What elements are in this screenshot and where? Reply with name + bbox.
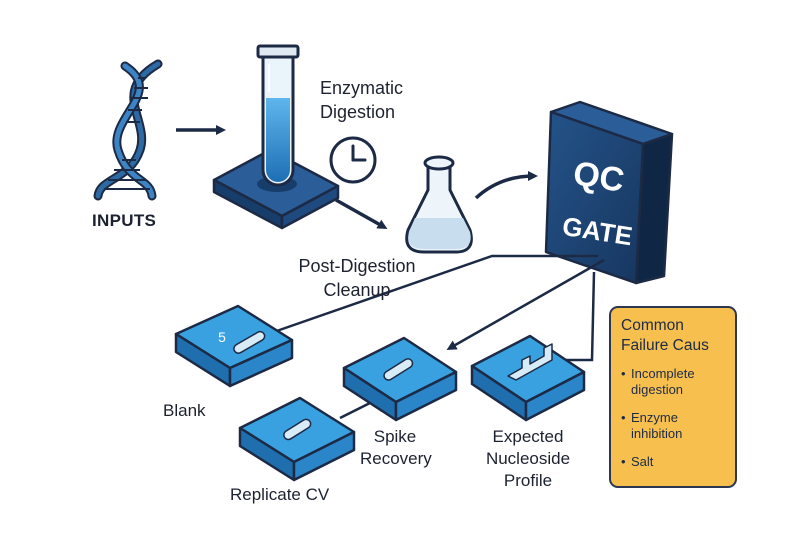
qc-gate-block: QC GATE	[544, 100, 674, 285]
label-post-digestion-cleanup: Post-Digestion Cleanup	[298, 256, 416, 300]
failure-item: • Incomplete digestion	[621, 366, 735, 398]
failure-item-text: Salt	[631, 454, 654, 469]
qc-gate-line-1: QC	[571, 154, 627, 200]
failure-item: • Enzyme inhibition	[621, 410, 735, 442]
label-replicate-cv: Replicate CV	[230, 485, 330, 504]
bullet-icon: •	[621, 454, 626, 469]
bullet-icon: •	[621, 366, 626, 381]
failure-item-text: Enzyme inhibition	[631, 410, 683, 441]
connector-to-spike	[446, 258, 605, 350]
failure-item: • Salt	[621, 454, 735, 470]
tile-expected-nucleoside-profile	[470, 334, 586, 422]
connector-to-profile	[560, 271, 596, 362]
label-blank: Blank	[163, 401, 206, 420]
tile-spike-recovery	[342, 336, 458, 422]
arrow-cleanup-to-qc	[474, 171, 538, 200]
failure-item-text: Incomplete digestion	[631, 366, 695, 397]
label-inputs: INPUTS	[92, 211, 157, 230]
clock-icon	[329, 136, 377, 184]
dna-icon	[93, 59, 163, 201]
tile-blank: 5	[174, 304, 294, 388]
tile-replicate-cv	[238, 396, 356, 482]
test-tube-icon	[256, 44, 300, 187]
connector-to-blank	[267, 254, 598, 336]
label-expected-nucleoside-profile: Expected Nucleoside Profile	[485, 427, 571, 490]
failure-causes-box: Common Failure Caus • Incomplete digesti…	[609, 306, 737, 488]
flask-icon	[405, 155, 473, 254]
blank-tile-number: 5	[218, 329, 226, 345]
arrow-digestion-to-cleanup	[335, 198, 388, 229]
label-enzymatic-digestion: Enzymatic Digestion	[320, 78, 404, 122]
label-spike-recovery: Spike Recovery	[360, 427, 432, 468]
bullet-icon: •	[621, 410, 626, 425]
failure-causes-title: Common Failure Caus	[621, 317, 709, 354]
